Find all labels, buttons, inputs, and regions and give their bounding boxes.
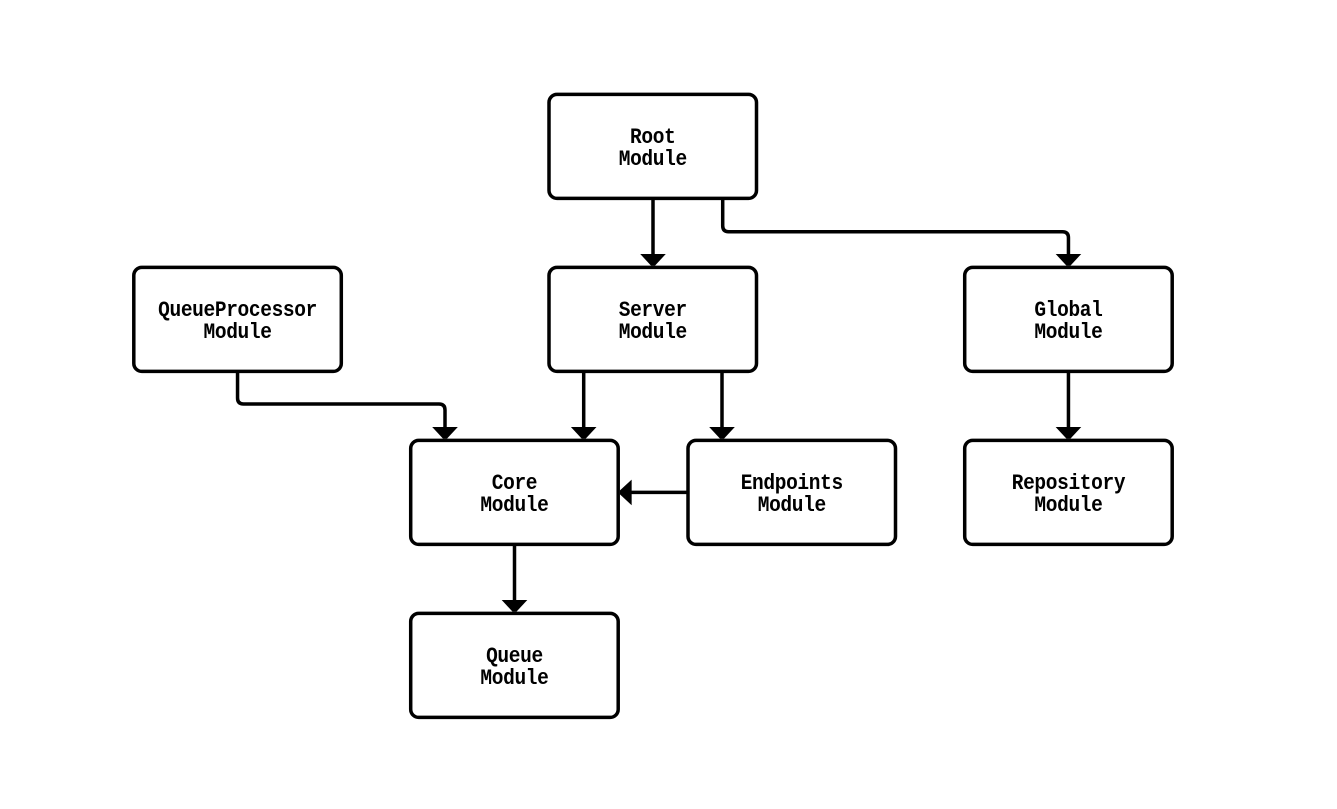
svg-text:Root: Root [630, 126, 675, 151]
svg-text:Module: Module [1034, 494, 1102, 519]
svg-text:Module: Module [480, 494, 548, 519]
svg-text:Queue: Queue [486, 645, 543, 670]
svg-text:Module: Module [619, 321, 687, 346]
svg-text:QueueProcessor: QueueProcessor [158, 299, 317, 324]
svg-text:Core: Core [492, 472, 537, 497]
svg-text:Endpoints: Endpoints [741, 472, 843, 497]
svg-text:Repository: Repository [1012, 472, 1126, 497]
svg-text:Global: Global [1034, 299, 1102, 324]
svg-text:Server: Server [619, 299, 687, 324]
svg-text:Module: Module [619, 148, 687, 173]
svg-text:Module: Module [1034, 321, 1102, 346]
svg-text:Module: Module [480, 667, 548, 692]
svg-text:Module: Module [758, 494, 826, 519]
svg-text:Module: Module [204, 321, 272, 346]
